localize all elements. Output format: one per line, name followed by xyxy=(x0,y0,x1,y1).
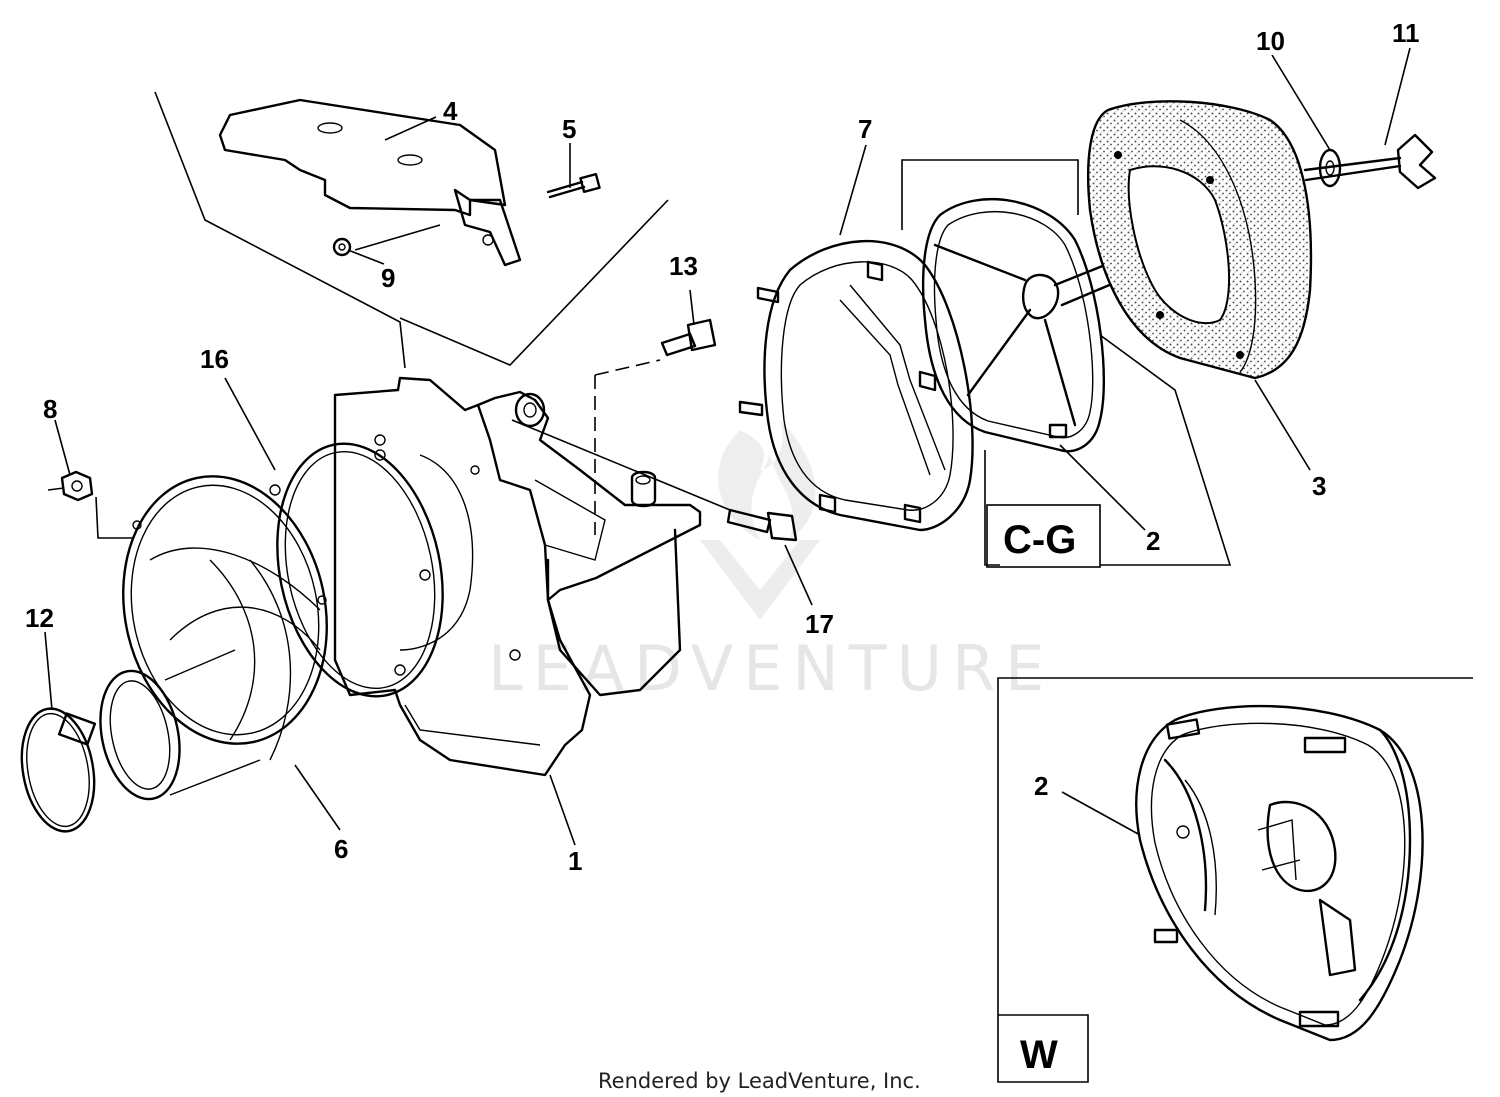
callout-16: 16 xyxy=(200,344,229,374)
callout-2-w: 2 xyxy=(1034,771,1048,801)
callout-labels: 1 2 2 3 4 5 6 7 8 9 10 11 12 13 16 17 xyxy=(25,18,1420,876)
callout-6: 6 xyxy=(334,834,348,864)
part-1-housing xyxy=(333,376,702,777)
part-2-w-element-frame xyxy=(1135,704,1424,1042)
inset-variant-w: W xyxy=(997,677,1473,1083)
callout-9: 9 xyxy=(381,263,395,293)
variant-box-cg: C-G xyxy=(986,504,1101,568)
part-13-bolt xyxy=(594,318,717,535)
part-12-clamp xyxy=(20,707,97,833)
part-7-backplate xyxy=(738,239,974,532)
footer-credit: Rendered by LeadVenture, Inc. xyxy=(598,1069,921,1093)
part-3-foam-filter xyxy=(1087,100,1313,380)
part-16-gasket xyxy=(269,442,444,698)
part-2-element-frame xyxy=(921,198,1147,453)
callout-2: 2 xyxy=(1146,526,1160,556)
callout-17: 17 xyxy=(805,609,834,639)
callout-4: 4 xyxy=(443,96,458,126)
callout-7: 7 xyxy=(858,114,872,144)
part-9-nut xyxy=(332,237,352,257)
variant-label-w: W xyxy=(1020,1033,1058,1077)
part-11-wing-knob xyxy=(1303,133,1437,190)
callout-5: 5 xyxy=(562,114,576,144)
part-17-bolt xyxy=(511,419,798,542)
callout-1: 1 xyxy=(568,846,582,876)
callout-12: 12 xyxy=(25,603,54,633)
part-5-screw xyxy=(546,172,601,199)
callout-8: 8 xyxy=(43,394,57,424)
callout-13: 13 xyxy=(669,251,698,281)
leader-lines xyxy=(44,47,1411,846)
watermark-text: LEADVENTURE xyxy=(488,632,1054,705)
part-8-nut xyxy=(47,470,132,539)
callout-3: 3 xyxy=(1312,471,1326,501)
assembly-bracket-upper xyxy=(154,91,669,369)
part-6-inlet-cone xyxy=(99,475,328,801)
backplate-studs xyxy=(738,260,937,524)
assembly-bracket-right xyxy=(901,159,1232,566)
part-4-shield xyxy=(218,98,522,267)
callout-10: 10 xyxy=(1256,26,1285,56)
variant-label-cg: C-G xyxy=(1003,518,1076,562)
watermark-logo xyxy=(700,420,820,620)
callout-11: 11 xyxy=(1392,18,1420,48)
